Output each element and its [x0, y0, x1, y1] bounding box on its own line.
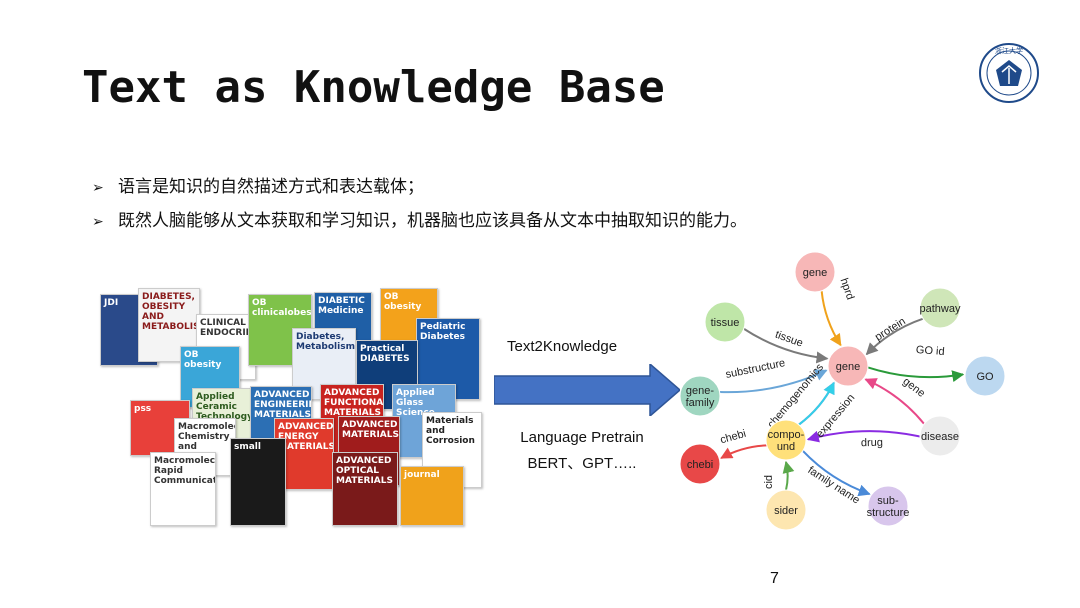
journal-cover-title: small: [234, 442, 261, 452]
graph-node-circle: [765, 419, 807, 461]
journal-cover-title: Materials and Corrosion: [426, 416, 475, 446]
graph-node-circle: [964, 355, 1006, 397]
graph-edge-label: cid: [763, 475, 775, 489]
graph-node-label: chebi: [687, 459, 713, 471]
journal-cover-title: Applied Glass Science: [396, 388, 435, 418]
journal-cover-title: ADVANCED ENGINEERING MATERIALS: [254, 390, 311, 420]
bullet-arrow-icon: ➢: [92, 179, 104, 195]
graph-edge-label: protein: [873, 315, 908, 343]
graph-edge: [743, 327, 829, 364]
journal-cover: Macromolecular Rapid Communications: [150, 452, 216, 526]
journal-cover-title: Applied Ceramic Technology: [196, 392, 253, 422]
journal-cover-title: ADVANCED OPTICAL MATERIALS: [336, 456, 393, 486]
graph-node-label: tissue: [711, 317, 740, 329]
bullet-text: 既然人脑能够从文本获取和学习知识，机器脑也应该具备从文本中抽取知识的能力。: [118, 211, 747, 230]
graph-node-circle: [704, 301, 746, 343]
graph-node-circle: [794, 251, 836, 293]
journal-cover-title: Practical DIABETES: [360, 344, 410, 364]
models-label: BERT、GPT…..: [527, 455, 637, 472]
graph-node: gene: [827, 345, 869, 387]
graph-edge-label: hprd: [838, 277, 857, 302]
graph-edge: [782, 460, 795, 491]
graph-edge: [820, 290, 842, 347]
journal-cover: journal: [400, 466, 464, 526]
graph-node-circle: [827, 345, 869, 387]
graph-node: sider: [765, 489, 807, 531]
journal-cover-title: pss: [134, 404, 152, 414]
journal-cover-title: DIABETIC Medicine: [318, 296, 365, 316]
graph-edge-label: GO id: [915, 344, 945, 358]
big-right-arrow-icon: [493, 362, 682, 418]
graph-node-label: compo-und: [768, 429, 805, 453]
journal-cover: ADVANCED OPTICAL MATERIALS: [332, 452, 398, 526]
graph-node: chebi: [679, 443, 721, 485]
journal-cover-title: DIABETES, OBESITY AND METABOLISM: [142, 292, 199, 332]
graph-node-circle: [919, 415, 961, 457]
bullet-item: ➢ 既然人脑能够从文本获取和学习知识，机器脑也应该具备从文本中抽取知识的能力。: [92, 204, 747, 238]
graph-edge: [720, 444, 767, 459]
graph-node-circle: [679, 443, 721, 485]
graph-edge-label: chebi: [719, 428, 748, 447]
journal-cover-title: OB obesity: [184, 350, 222, 370]
journal-cover-title: CLINICAL ENDOCRINOLOGY: [200, 318, 255, 338]
graph-edge: [806, 430, 921, 443]
graph-edge: [719, 369, 828, 394]
graph-edge-label: family name: [805, 464, 861, 506]
journal-cover-title: ADVANCED MATERIALS: [342, 420, 399, 440]
graph-node-circle: [679, 375, 721, 417]
graph-node-circle: [765, 489, 807, 531]
journal-covers-collage: JDI DIABETES, OBESITY AND METABOLISMCLINI…: [100, 288, 482, 546]
graph-edge: [864, 378, 925, 425]
graph-node-label: sub-structure: [867, 495, 910, 519]
graph-node-circle: [867, 485, 909, 527]
graph-edge-label: chemogenomics: [765, 361, 826, 430]
svg-text:浙江大学: 浙江大学: [995, 46, 1023, 55]
graph-node: gene: [794, 251, 836, 293]
graph-node: gene-family: [679, 375, 721, 417]
bullet-arrow-icon: ➢: [92, 213, 104, 229]
graph-node: sub-structure: [867, 485, 910, 527]
graph-node: pathway: [919, 287, 961, 329]
university-logo: 浙江大学: [978, 42, 1040, 104]
graph-node-label: GO: [976, 371, 994, 383]
graph-edge-label: drug: [861, 437, 883, 450]
journal-cover-title: ADVANCED FUNCTIONAL MATERIALS: [324, 388, 384, 418]
journal-cover-title: Diabetes, Metabolism: [296, 332, 355, 352]
graph-edge: [798, 381, 835, 426]
journal-cover-title: journal: [404, 470, 440, 480]
page-title: Text as Knowledge Base: [82, 62, 665, 113]
graph-node-label: sider: [774, 505, 798, 517]
graph-node: tissue: [704, 301, 746, 343]
journal-cover-title: Macromolecular Rapid Communications: [154, 456, 216, 486]
graph-node-label: disease: [921, 431, 959, 443]
graph-edge: [867, 366, 965, 383]
pretrain-label: Language Pretrain: [520, 429, 644, 446]
journal-cover-title: Pediatric Diabetes: [420, 322, 466, 342]
graph-node: GO: [964, 355, 1006, 397]
journal-cover-title: ADVANCED ENERGY MATERIALS: [278, 422, 334, 452]
graph-edge: [802, 450, 871, 497]
graph-node-label: gene-family: [686, 385, 715, 409]
graph-edge-label: substructure: [725, 357, 787, 381]
graph-edge: [865, 317, 924, 356]
bullet-list: ➢ 语言是知识的自然描述方式和表达载体； ➢ 既然人脑能够从文本获取和学习知识，机器…: [92, 170, 747, 238]
journal-cover-title: OB obesity: [384, 292, 422, 312]
bullet-text: 语言是知识的自然描述方式和表达载体；: [118, 177, 424, 196]
graph-edge-label: gene: [900, 375, 927, 399]
graph-node-label: pathway: [920, 303, 961, 315]
graph-node: disease: [919, 415, 961, 457]
journal-cover: small: [230, 438, 286, 526]
journal-cover-title: JDI: [104, 298, 119, 308]
graph-node-circle: [919, 287, 961, 329]
graph-node-label: gene: [803, 267, 827, 279]
arrow-bottom-label: Language Pretrain BERT、GPT…..: [500, 425, 664, 477]
graph-node: compo-und: [765, 419, 807, 461]
graph-node-label: gene: [836, 361, 860, 373]
arrow-top-label: Text2Knowledge: [507, 338, 618, 355]
bullet-item: ➢ 语言是知识的自然描述方式和表达载体；: [92, 170, 747, 204]
page-number: 7: [770, 570, 779, 587]
journal-cover-title: OB clinicalobesity: [252, 298, 312, 318]
